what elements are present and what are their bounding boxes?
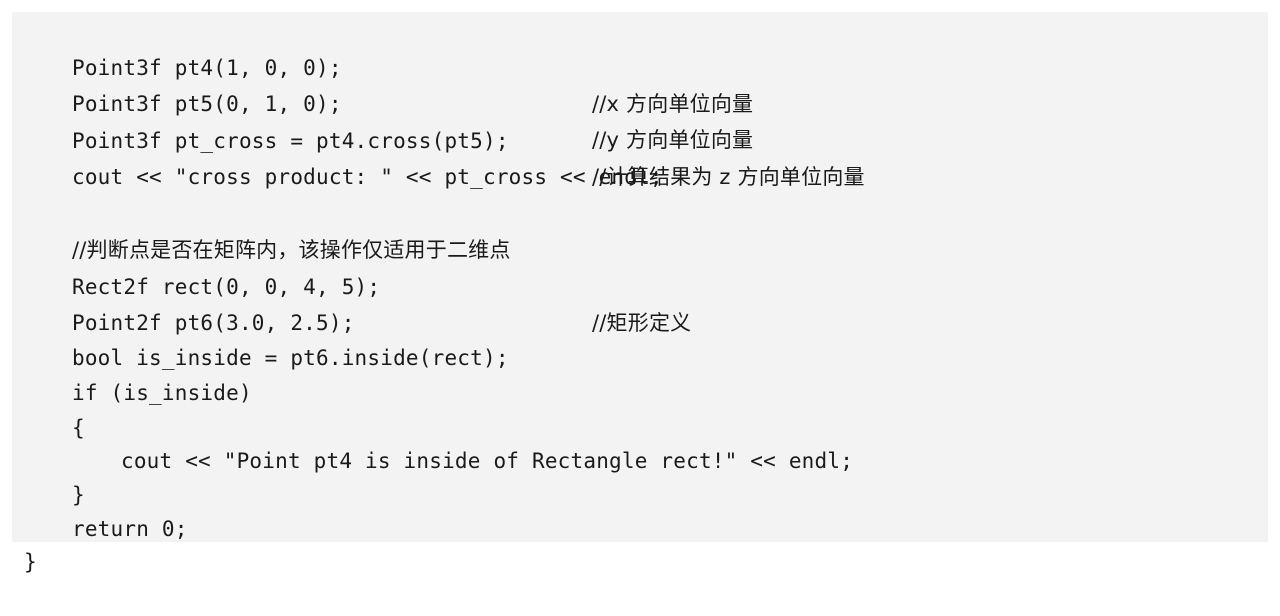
code-line: bool is_inside = pt6.inside(rect); [12,304,1268,370]
code-line: Point3f pt4(1, 0, 0); //x 方向单位向量 [12,14,1268,116]
code-text: Point2f pt6(3.0, 2.5); [72,311,355,335]
code-line: Point2f pt6(3.0, 2.5); [12,269,1268,335]
code-text: } [24,550,37,574]
code-line: } [12,441,1268,507]
code-comment: //判断点是否在矩阵内，该操作仅适用于二维点 [72,238,511,262]
code-comment: //计算结果为 z 方向单位向量 [592,165,865,189]
code-line: Point3f pt_cross = pt4.cross(pt5); //计算结… [12,87,1268,189]
code-text: bool is_inside = pt6.inside(rect); [72,346,509,370]
code-comment: //x 方向单位向量 [592,92,754,116]
code-comment: //矩形定义 [592,311,692,335]
code-text: cout << "cross product: " << pt_cross <<… [72,165,663,189]
code-text: Point3f pt5(0, 1, 0); [72,92,342,116]
code-line: { [12,374,1268,440]
code-text: if (is_inside) [72,381,252,405]
code-line: cout << "cross product: " << pt_cross <<… [12,123,1268,189]
code-line: if (is_inside) [12,339,1268,405]
code-line: } [12,508,1268,574]
code-text: { [72,416,85,440]
code-line: cout << "Point pt4 is inside of Rectangl… [12,407,1268,473]
code-text: } [72,483,85,507]
code-line: //判断点是否在矩阵内，该操作仅适用于二维点 [12,196,1268,262]
code-comment: //y 方向单位向量 [592,128,754,152]
code-text: Point3f pt_cross = pt4.cross(pt5); [72,129,509,153]
code-text: Point3f pt4(1, 0, 0); [72,56,342,80]
code-text: Rect2f rect(0, 0, 4, 5); [72,275,381,299]
code-line: Point3f pt5(0, 1, 0); //y 方向单位向量 [12,50,1268,152]
code-block: Point3f pt4(1, 0, 0); //x 方向单位向量 Point3f… [12,12,1268,574]
code-line: return 0; [12,475,1268,541]
code-text: cout << "Point pt4 is inside of Rectangl… [121,449,854,473]
code-text: return 0; [72,517,188,541]
code-line: Rect2f rect(0, 0, 4, 5); //矩形定义 [12,233,1268,335]
